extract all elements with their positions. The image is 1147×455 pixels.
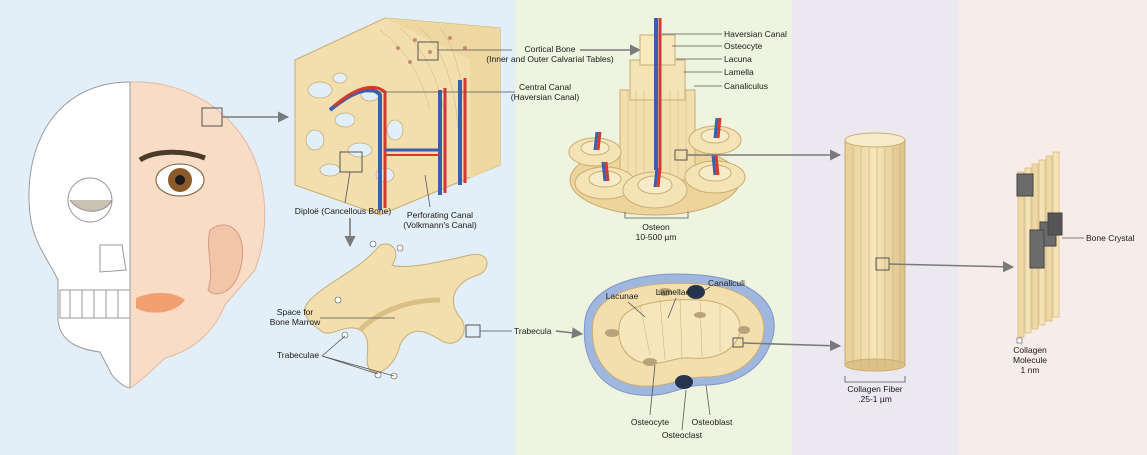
- label-space-marrow-1: Space for: [277, 307, 313, 317]
- label-osteoclast: Osteoclast: [662, 430, 702, 440]
- label-osteoblast: Osteoblast: [692, 417, 733, 427]
- label-cortical-bone: Cortical Bone: [524, 44, 575, 54]
- label-collagen-molecule-size: 1 nm: [1021, 365, 1040, 375]
- label-canaliculi: Canaliculi: [708, 278, 745, 288]
- label-cortical-bone-sub: (Inner and Outer Calvarial Tables): [486, 54, 613, 64]
- label-lacunae: Lacunae: [606, 291, 639, 301]
- label-central-canal: Central Canal: [519, 82, 571, 92]
- label-space-marrow-2: Bone Marrow: [270, 317, 321, 327]
- label-haversian-canal: Haversian Canal: [724, 29, 787, 39]
- label-diploe: Diploë (Cancellous Bone): [295, 206, 391, 216]
- label-lamella: Lamella: [724, 67, 754, 77]
- collagen-fiber: [845, 133, 905, 371]
- label-trabeculae: Trabeculae: [277, 350, 319, 360]
- label-perforating-canal: Perforating Canal: [407, 210, 473, 220]
- label-trabecula: Trabecula: [514, 326, 551, 336]
- label-osteocyte-top: Osteocyte: [724, 41, 762, 51]
- label-perforating-canal-sub: (Volkmann's Canal): [403, 220, 476, 230]
- label-lamellae: Lamellae: [656, 287, 691, 297]
- label-osteon-size: 10-500 µm: [636, 232, 677, 242]
- label-collagen-molecule-1: Collagen: [1013, 345, 1047, 355]
- label-osteocyte-bottom: Osteocyte: [631, 417, 669, 427]
- label-central-canal-sub: (Haversian Canal): [511, 92, 580, 102]
- molecule-marker: [1017, 338, 1022, 343]
- label-collagen-fiber-size: .25-1 µm: [858, 394, 892, 404]
- label-collagen-fiber: Collagen Fiber: [847, 384, 902, 394]
- label-collagen-molecule-2: Molecule: [1013, 355, 1047, 365]
- label-canaliculus: Canaliculus: [724, 81, 768, 91]
- label-bone-crystal: Bone Crystal: [1086, 233, 1135, 243]
- label-lacuna: Lacuna: [724, 54, 752, 64]
- label-osteon: Osteon: [642, 222, 669, 232]
